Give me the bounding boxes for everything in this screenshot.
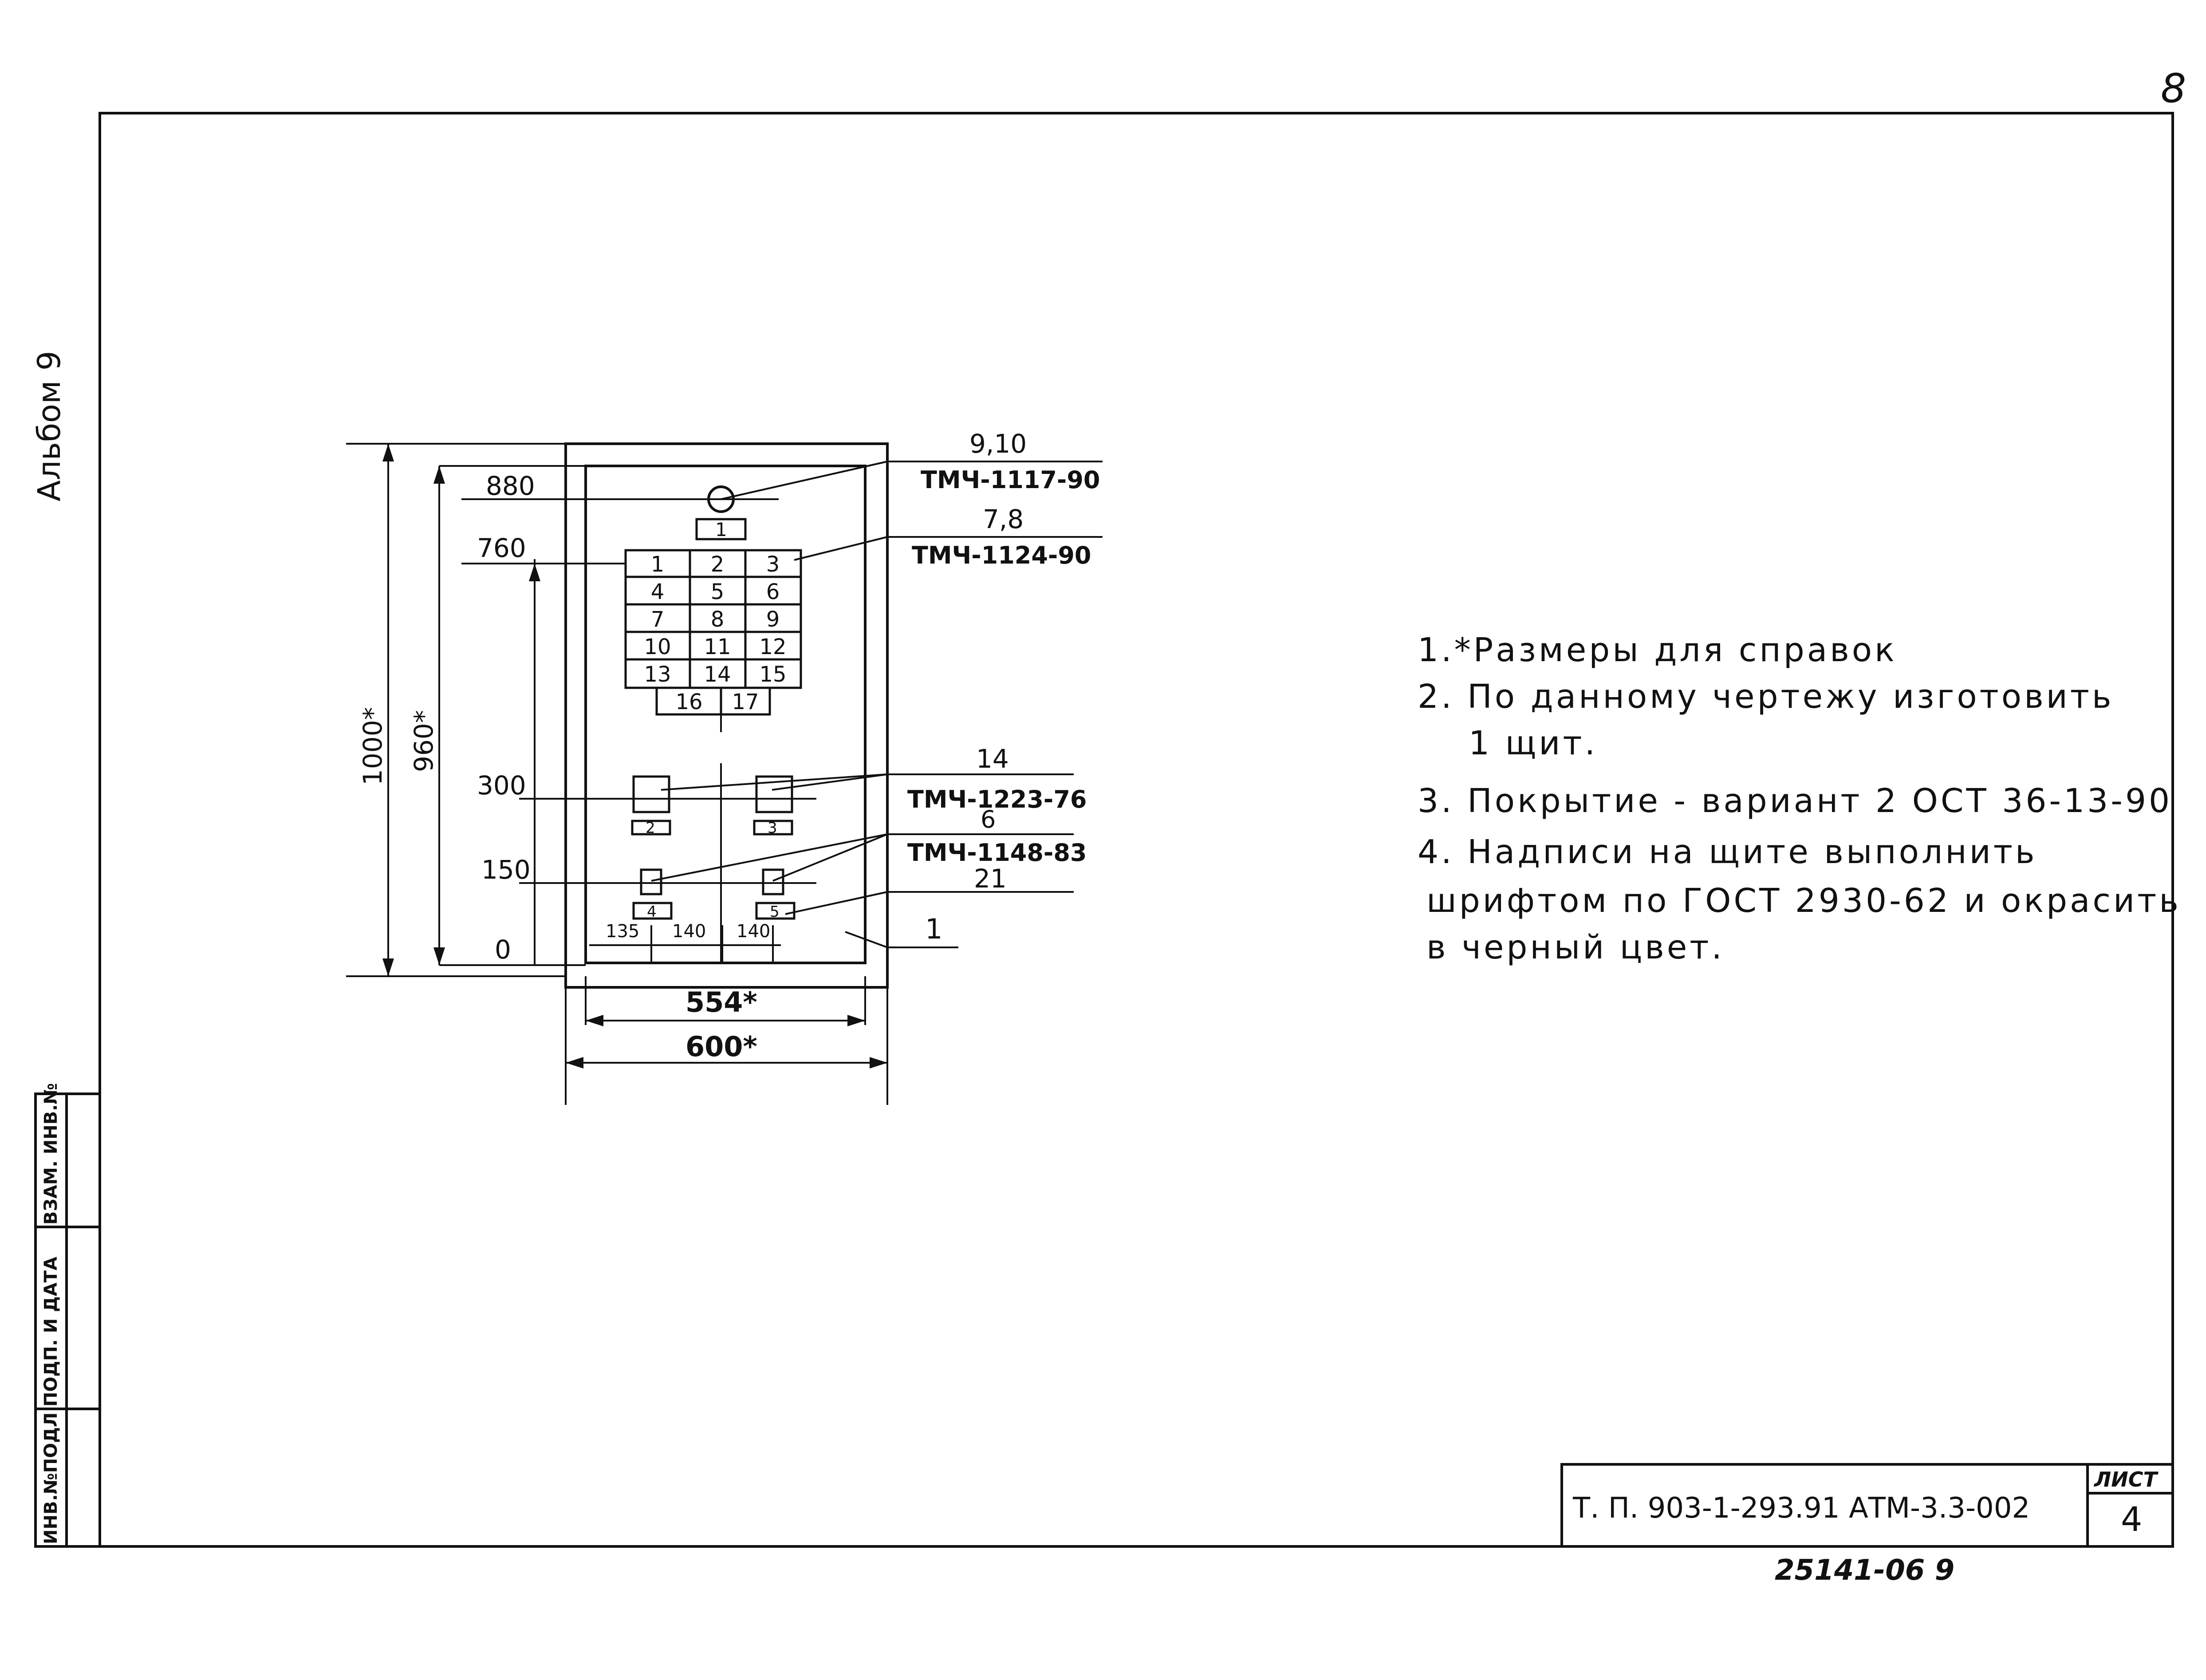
page-number: 8 [2161, 65, 2186, 112]
dim-width-554: 554* [685, 986, 757, 1018]
dim-140-b: 140 [737, 921, 770, 942]
device-left-upper [632, 775, 670, 813]
grid-cell: 4 [651, 580, 665, 604]
sheet-number: 4 [2121, 1499, 2142, 1539]
plate-label-2: 2 [646, 819, 655, 837]
grid-cell: 16 [675, 690, 702, 714]
device-right-upper [755, 775, 793, 813]
note-2-cont: 1 щит. [1469, 724, 1598, 762]
panel-light-circle [707, 485, 735, 513]
grid-cell: 14 [704, 662, 731, 687]
plate-label-3: 3 [768, 819, 777, 837]
level-150: 150 [481, 855, 531, 885]
panel-outer [564, 442, 889, 989]
note-3: 3. Покрытие - вариант 2 ОСТ 36-13-90 [1418, 782, 2172, 820]
callout-ref-1124: ТМЧ-1124-90 [912, 541, 1091, 569]
callout-pos-21: 21 [974, 864, 1007, 894]
note-4: 4. Надписи на щите выполнить [1418, 833, 2037, 871]
level-300: 300 [477, 770, 526, 801]
grid-cell: 12 [759, 635, 786, 659]
sheet-label: ЛИСТ [2093, 1467, 2159, 1491]
plate-label-5: 5 [770, 903, 780, 921]
callout-pos-14: 14 [976, 744, 1009, 774]
grid-cell: 1 [651, 552, 665, 577]
title-block [1560, 1463, 2174, 1548]
note-4-cont-2: в черный цвет. [1426, 928, 1725, 966]
callout-pos-7-8: 7,8 [983, 504, 1024, 534]
label-plate-1 [695, 518, 747, 540]
title-code: Т. П. 903-1-293.91 АТМ-3.3-002 [1572, 1492, 2030, 1525]
note-2: 2. По данному чертежу изготовить [1418, 678, 2114, 716]
side-stamp-label-1: ИНВ.№ПОДЛ [41, 1412, 61, 1544]
note-1: 1.*Размеры для справок [1418, 631, 1897, 669]
dim-height-1000: 1000* [358, 707, 388, 785]
dim-140-a: 140 [672, 921, 706, 942]
callout-ref-1117: ТМЧ-1117-90 [921, 466, 1100, 494]
album-label: Альбом 9 [31, 351, 67, 501]
bottom-code: 25141-06 9 [1775, 1554, 1954, 1587]
level-0: 0 [495, 935, 511, 965]
level-880: 880 [486, 471, 535, 501]
device-left-lower [640, 868, 662, 895]
grid-cell: 8 [711, 607, 725, 632]
callout-pos-6: 6 [981, 805, 996, 833]
side-stamp-label-2: ПОДП. И ДАТА [41, 1257, 61, 1407]
sheet-frame [98, 112, 2174, 1548]
dim-135: 135 [606, 921, 639, 942]
grid-cell: 6 [766, 580, 780, 604]
callout-pos-1: 1 [925, 913, 942, 945]
side-stamp-label-3: ВЗАМ. ИНВ.№ [41, 1083, 61, 1225]
device-right-lower [762, 868, 784, 895]
note-4-cont-1: шрифтом по ГОСТ 2930-62 и окрасить [1426, 882, 2181, 920]
grid-cell: 10 [644, 635, 671, 659]
grid-cell: 15 [759, 662, 786, 687]
dim-height-960: 960* [409, 710, 439, 772]
grid-cell: 7 [651, 607, 665, 632]
grid-cell: 11 [704, 635, 731, 659]
grid-cell: 9 [766, 607, 780, 632]
callout-pos-9-10: 9,10 [969, 429, 1027, 459]
plate-label-4: 4 [647, 903, 657, 921]
grid-cell: 17 [732, 690, 759, 714]
grid-cell: 13 [644, 662, 671, 687]
grid-cell: 3 [766, 552, 780, 577]
dim-width-600: 600* [685, 1030, 757, 1063]
grid-cell: 5 [711, 580, 725, 604]
plate-label-1: 1 [715, 519, 727, 540]
level-760: 760 [477, 533, 526, 563]
callout-ref-1223: ТМЧ-1223-76 [907, 785, 1087, 813]
panel-inner [584, 465, 867, 964]
grid-cell: 2 [711, 552, 725, 577]
callout-ref-1148: ТМЧ-1148-83 [907, 839, 1087, 867]
